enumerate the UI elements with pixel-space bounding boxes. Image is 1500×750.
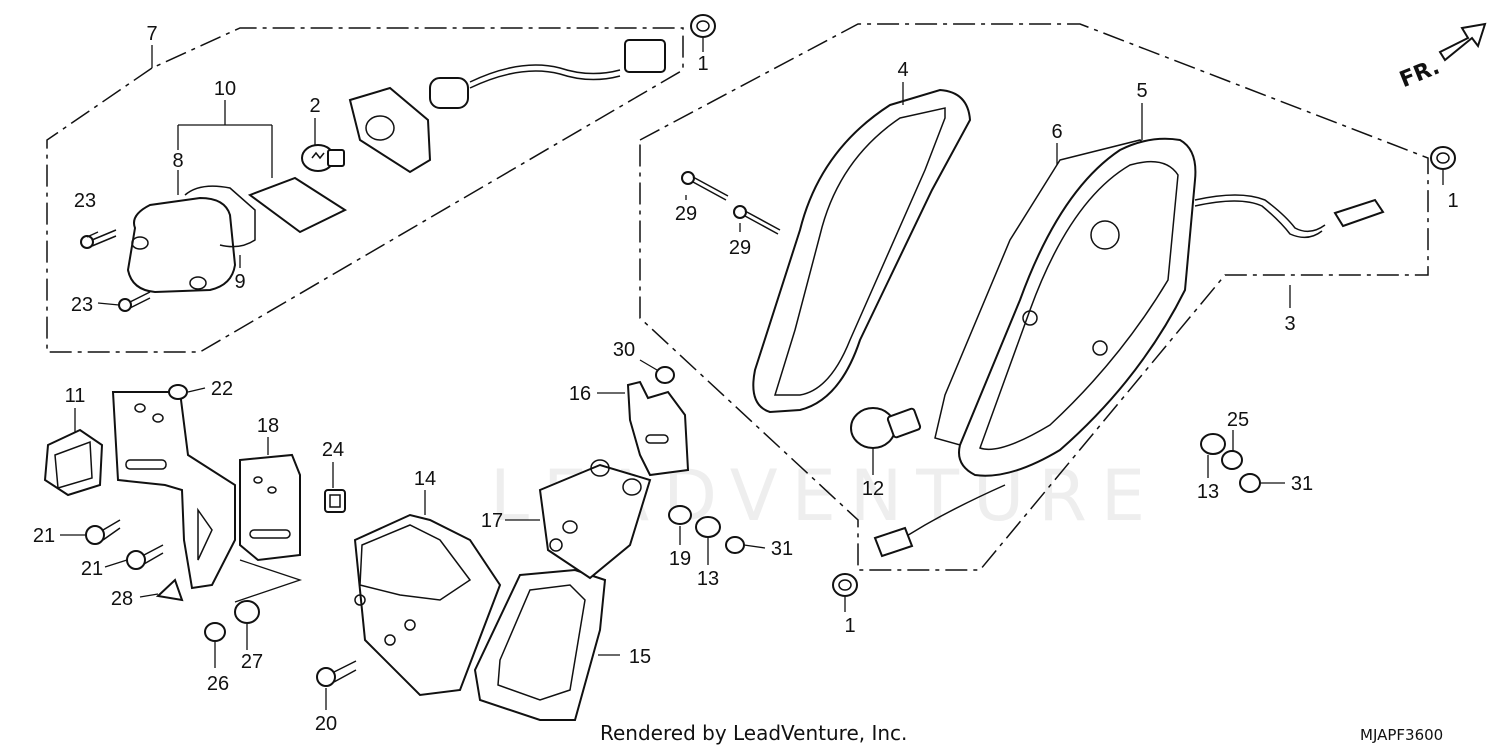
part-31-nut-center[interactable] bbox=[725, 536, 745, 554]
callout-1-top: 1 bbox=[697, 53, 708, 75]
part-23-screw-b[interactable] bbox=[118, 291, 151, 312]
callout-16: 16 bbox=[569, 383, 591, 405]
part-12-tail-bulb[interactable] bbox=[850, 407, 922, 449]
diagram-code: MJAPF3600 bbox=[1360, 726, 1443, 744]
socket-plate[interactable] bbox=[348, 86, 432, 174]
part-21-bolt-a[interactable] bbox=[85, 519, 121, 545]
callout-6: 6 bbox=[1051, 121, 1062, 143]
part-17-mount-bracket[interactable] bbox=[538, 463, 652, 580]
part-1-grommet-right[interactable] bbox=[1430, 146, 1456, 170]
callout-13-right: 13 bbox=[1197, 481, 1219, 503]
part-22-bolt[interactable] bbox=[168, 384, 188, 400]
callout-labels: 1 1 1 2 3 4 5 6 7 8 9 10 11 12 13 13 14 … bbox=[33, 23, 1459, 735]
callout-7: 7 bbox=[146, 23, 157, 45]
callout-5: 5 bbox=[1136, 80, 1147, 102]
callout-14: 14 bbox=[414, 468, 436, 490]
part-1-grommet-top[interactable] bbox=[690, 14, 716, 38]
callout-31-right: 31 bbox=[1291, 473, 1313, 495]
part-16-bracket[interactable] bbox=[626, 380, 690, 477]
callout-9: 9 bbox=[234, 271, 245, 293]
license-bracket-plate[interactable] bbox=[111, 391, 236, 590]
assembly-3-box bbox=[639, 23, 1429, 571]
license-light-wire bbox=[469, 64, 621, 83]
callout-31-center: 31 bbox=[771, 538, 793, 560]
callout-12: 12 bbox=[862, 478, 884, 500]
part-7-connector[interactable] bbox=[624, 39, 666, 73]
part-5-tail-base[interactable] bbox=[958, 137, 1197, 477]
assembly-7-box bbox=[46, 27, 684, 353]
tail-lower-connector[interactable] bbox=[873, 526, 914, 558]
part-4-tail-lens[interactable] bbox=[752, 88, 972, 414]
part-25-bolt[interactable] bbox=[1221, 450, 1243, 470]
callout-21-a: 21 bbox=[33, 525, 55, 547]
front-direction-indicator bbox=[1438, 22, 1487, 62]
leader-lines bbox=[60, 38, 1444, 710]
part-8-lens-cover[interactable] bbox=[126, 196, 237, 294]
callout-28: 28 bbox=[111, 588, 133, 610]
part-21-bolt-b[interactable] bbox=[126, 544, 164, 570]
callout-3: 3 bbox=[1284, 313, 1295, 335]
tail-light-assembly bbox=[681, 88, 1385, 558]
callout-13-center: 13 bbox=[697, 568, 719, 590]
part-2-bulb[interactable] bbox=[301, 144, 345, 172]
callout-22: 22 bbox=[211, 378, 233, 400]
part-29-screw-a[interactable] bbox=[681, 171, 729, 201]
footer-credit: Rendered by LeadVenture, Inc. bbox=[600, 721, 907, 745]
callout-27: 27 bbox=[241, 651, 263, 673]
license-light-assembly bbox=[80, 39, 666, 312]
part-28-cap-nut[interactable] bbox=[155, 578, 184, 602]
callout-8: 8 bbox=[172, 150, 183, 172]
wire-grommet bbox=[429, 77, 469, 109]
part-27-grommet[interactable] bbox=[234, 600, 260, 624]
part-14-license-cover[interactable] bbox=[353, 513, 502, 697]
callout-23-a: 23 bbox=[74, 190, 96, 212]
part-3-harness bbox=[1194, 194, 1326, 233]
part-10-reflector[interactable] bbox=[247, 176, 348, 234]
part-29-screw-b[interactable] bbox=[733, 205, 781, 235]
callout-29-b: 29 bbox=[729, 237, 751, 259]
front-direction-label: FR. bbox=[1396, 55, 1443, 93]
part-13-collar-right[interactable] bbox=[1200, 433, 1226, 455]
part-13-collar-center[interactable] bbox=[695, 516, 721, 538]
callout-26: 26 bbox=[207, 673, 229, 695]
callout-29-a: 29 bbox=[675, 203, 697, 225]
part-26-collar[interactable] bbox=[204, 622, 226, 642]
callout-11: 11 bbox=[65, 385, 86, 407]
callout-23-b: 23 bbox=[71, 294, 93, 316]
callout-30: 30 bbox=[613, 339, 635, 361]
part-23-screw-a[interactable] bbox=[80, 229, 117, 249]
tail-connector[interactable] bbox=[1333, 198, 1385, 228]
callout-21-b: 21 bbox=[81, 558, 103, 580]
callout-4: 4 bbox=[897, 59, 908, 81]
part-18-bracket[interactable] bbox=[239, 453, 301, 562]
callout-25: 25 bbox=[1227, 409, 1249, 431]
callout-2: 2 bbox=[309, 95, 320, 117]
part-11-reflector[interactable] bbox=[43, 428, 104, 497]
callout-15: 15 bbox=[629, 646, 651, 668]
callout-20: 20 bbox=[315, 713, 337, 735]
tail-lower-wire bbox=[899, 484, 1006, 541]
callout-1-right: 1 bbox=[1447, 190, 1458, 212]
callout-10: 10 bbox=[214, 78, 236, 100]
part-24-clip-nut[interactable] bbox=[324, 489, 346, 513]
part-30-nut[interactable] bbox=[655, 366, 675, 384]
callout-18: 18 bbox=[257, 415, 279, 437]
part-20-bolt[interactable] bbox=[316, 660, 357, 687]
part-31-nut-right[interactable] bbox=[1239, 473, 1261, 493]
part-1-grommet-bottom[interactable] bbox=[832, 573, 858, 597]
part-9-gasket[interactable] bbox=[184, 185, 256, 248]
callout-1-bottom: 1 bbox=[844, 615, 855, 637]
callout-24: 24 bbox=[322, 439, 344, 461]
callout-17: 17 bbox=[481, 510, 503, 532]
part-19-collar[interactable] bbox=[668, 505, 692, 525]
callout-19: 19 bbox=[669, 548, 691, 570]
